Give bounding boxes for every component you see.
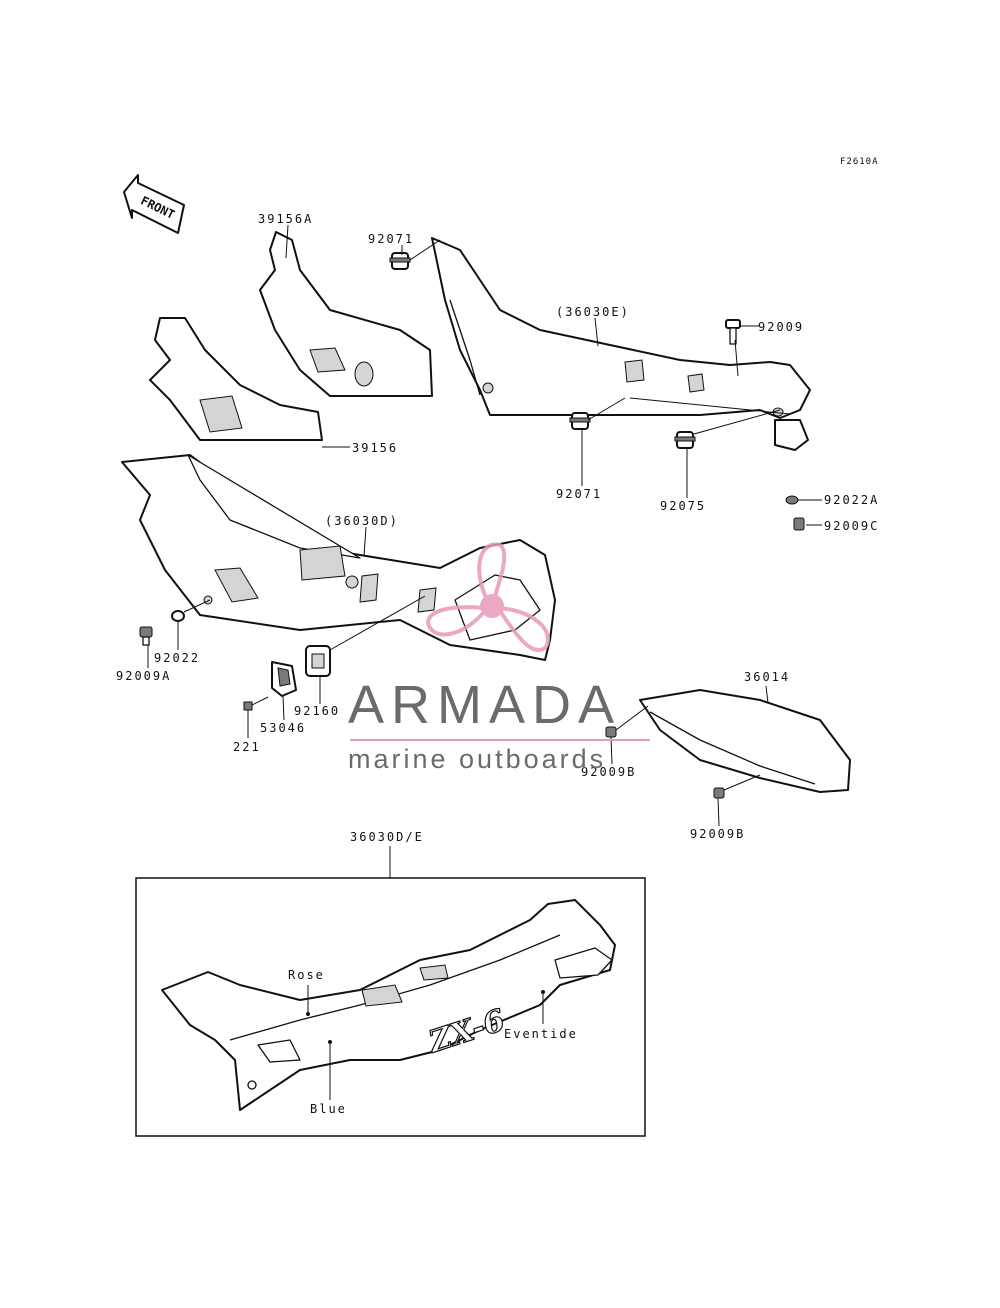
diagram-reference-code: F2610A bbox=[840, 157, 879, 167]
watermark-propeller-icon bbox=[425, 542, 550, 652]
grommet-92071-top bbox=[389, 252, 411, 270]
screw-221 bbox=[243, 696, 269, 711]
label-36030D-E: 36030D/E bbox=[350, 830, 424, 844]
grommet-92075 bbox=[674, 431, 696, 449]
side-cover-36030E bbox=[431, 237, 811, 451]
washer-92022A bbox=[785, 495, 799, 505]
label-36014: 36014 bbox=[744, 670, 791, 684]
label-39156: 39156 bbox=[352, 441, 399, 455]
tail-cover-36014 bbox=[639, 689, 851, 793]
label-92022: 92022 bbox=[154, 651, 201, 665]
washer-92022 bbox=[171, 610, 185, 622]
watermark-brand: ARMADA bbox=[348, 675, 622, 735]
label-92009B-left: 92009B bbox=[581, 765, 637, 779]
side-cover-39156 bbox=[149, 317, 323, 441]
inset-label-rose: Rose bbox=[288, 968, 325, 982]
front-arrow-icon: FRONT bbox=[123, 174, 185, 234]
watermark-divider bbox=[350, 739, 650, 741]
bolt-92009C bbox=[793, 517, 805, 531]
label-92022A: 92022A bbox=[824, 493, 880, 507]
bolt-92009B-right bbox=[713, 787, 725, 799]
label-36030E: (36030E) bbox=[556, 305, 630, 319]
label-92075: 92075 bbox=[660, 499, 707, 513]
grommet-92160 bbox=[305, 645, 331, 677]
inset-color-variants: ZX-6 bbox=[135, 877, 646, 1137]
label-92009B-right: 92009B bbox=[690, 827, 746, 841]
label-92009A: 92009A bbox=[116, 669, 172, 683]
label-53046: 53046 bbox=[260, 721, 307, 735]
inset-label-eventide: Eventide bbox=[504, 1027, 578, 1041]
clip-53046 bbox=[271, 661, 297, 697]
label-36030D: (36030D) bbox=[325, 514, 399, 528]
label-92160: 92160 bbox=[294, 704, 341, 718]
leader-lines bbox=[147, 224, 822, 878]
bolt-92009A bbox=[139, 626, 153, 646]
label-39156A: 39156A bbox=[258, 212, 314, 226]
grommet-92071-bottom bbox=[569, 412, 591, 430]
bolt-92009 bbox=[725, 319, 741, 345]
label-92071-bottom: 92071 bbox=[556, 487, 603, 501]
label-92009: 92009 bbox=[758, 320, 805, 334]
label-92071-top: 92071 bbox=[368, 232, 415, 246]
label-92009C: 92009C bbox=[824, 519, 880, 533]
inset-label-blue: Blue bbox=[310, 1102, 347, 1116]
label-221: 221 bbox=[233, 740, 261, 754]
side-cover-39156A bbox=[259, 231, 433, 397]
side-cover-36030D bbox=[121, 454, 556, 661]
watermark-tagline: marine outboards bbox=[348, 744, 607, 774]
